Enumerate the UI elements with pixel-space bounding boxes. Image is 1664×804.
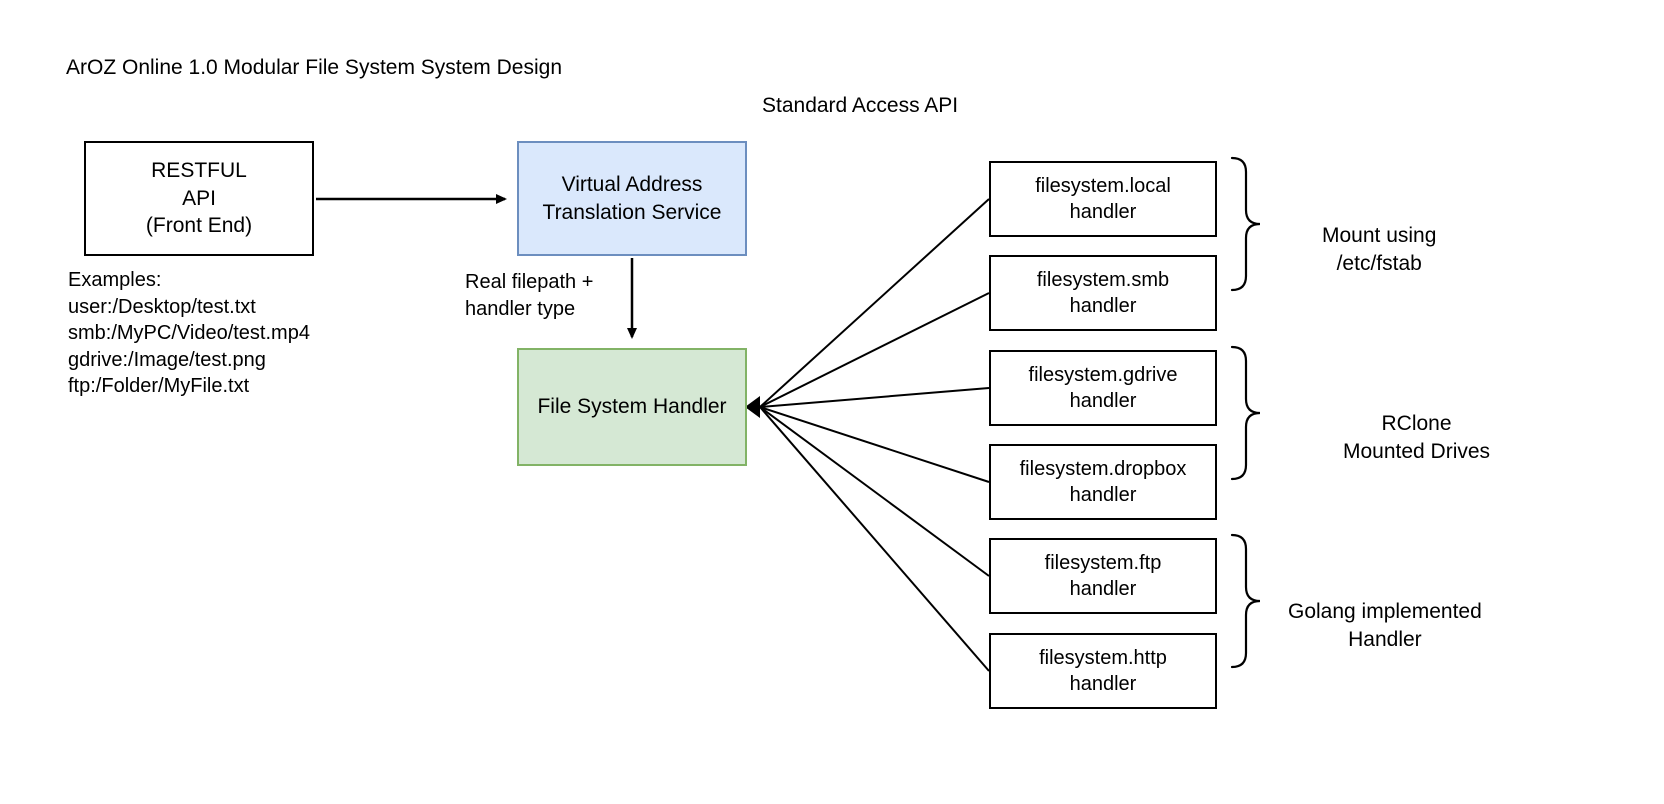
arrowhead-into-fsh [745,396,760,418]
node-restful-api[interactable]: RESTFUL API (Front End) [84,141,314,256]
connector-fsh-to-dropbox [759,406,990,483]
node-file-system-handler[interactable]: File System Handler [517,348,747,466]
connector-fsh-to-http [759,406,990,672]
node-filesystem-http-handler[interactable]: filesystem.http handler [989,633,1217,709]
node-filesystem-gdrive-handler[interactable]: filesystem.gdrive handler [989,350,1217,426]
node-filesystem-ftp-handler[interactable]: filesystem.ftp handler [989,538,1217,614]
examples-text: Examples: user:/Desktop/test.txt smb:/My… [68,269,310,398]
brace-mount-fstab [1230,156,1261,292]
connector-fsh-to-local [759,198,990,408]
node-filesystem-dropbox-handler[interactable]: filesystem.dropbox handler [989,444,1217,520]
section-header-standard-access-api: Standard Access API [762,94,959,117]
page-title: ArOZ Online 1.0 Modular File System Syst… [66,56,563,79]
connector-fsh-to-gdrive [759,387,990,408]
node-filesystem-smb-handler[interactable]: filesystem.smb handler [989,255,1217,331]
group-label-mount-fstab: Mount using /etc/fstab [1322,224,1437,275]
connector-fsh-to-ftp [759,406,990,577]
brace-rclone [1230,345,1261,481]
node-virtual-address-translation-service[interactable]: Virtual Address Translation Service [517,141,747,256]
edge-label-real-filepath: Real filepath + handler type [465,271,594,320]
node-filesystem-local-handler[interactable]: filesystem.local handler [989,161,1217,237]
group-label-golang-implemented-handler: Golang implemented Handler [1288,600,1482,651]
connector-fsh-to-smb [759,292,990,408]
brace-golang [1230,533,1261,669]
group-label-rclone-mounted-drives: RClone Mounted Drives [1343,412,1491,463]
